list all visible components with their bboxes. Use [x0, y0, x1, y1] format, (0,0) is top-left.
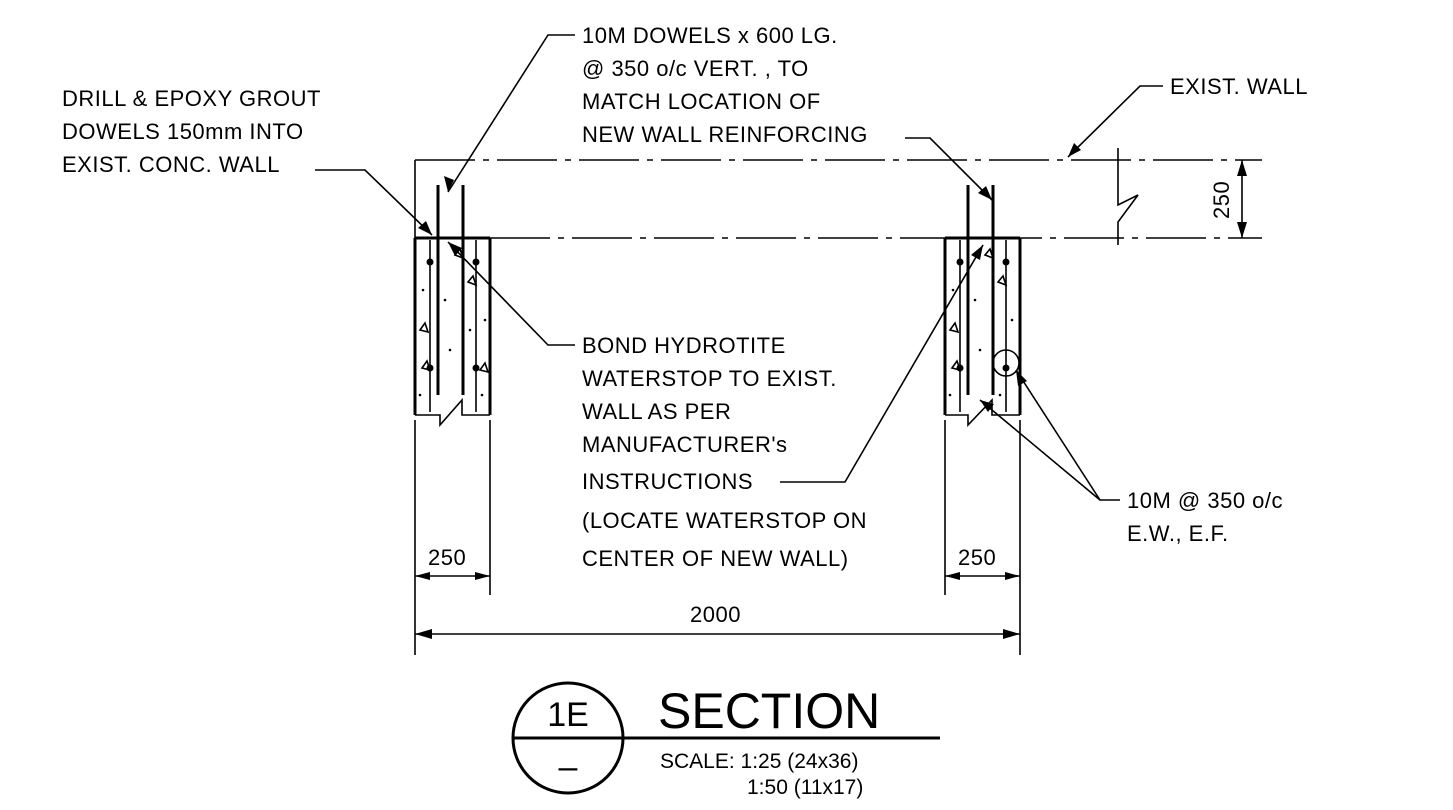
note-line: E.W., E.F. — [1127, 521, 1229, 546]
note-line: BOND HYDROTITE — [582, 333, 786, 358]
note-line: WALL AS PER — [582, 399, 731, 424]
section-tag-number: 1E — [547, 696, 589, 734]
note-line: CENTER OF NEW WALL) — [582, 546, 849, 571]
note-line: DOWELS 150mm INTO — [62, 119, 304, 144]
concrete-hatch — [418, 247, 490, 397]
note-line: 10M @ 350 o/c — [1127, 488, 1283, 513]
note-rebar: 10M @ 350 o/c E.W., E.F. — [1127, 488, 1283, 546]
note-line: @ 350 o/c VERT. , TO — [582, 56, 809, 81]
dim-left-wall: 250 — [428, 545, 466, 570]
note-line: 10M DOWELS x 600 LG. — [582, 23, 838, 48]
note-line: (LOCATE WATERSTOP ON — [582, 508, 867, 533]
dim-overall: 2000 — [690, 602, 741, 627]
note-waterstop: BOND HYDROTITE WATERSTOP TO EXIST. WALL … — [582, 333, 867, 571]
note-dowels: 10M DOWELS x 600 LG. @ 350 o/c VERT. , T… — [582, 23, 868, 147]
note-line: DRILL & EPOXY GROUT — [62, 86, 321, 111]
right-new-wall — [943, 185, 1022, 427]
note-exist-wall: EXIST. WALL — [1170, 74, 1308, 99]
note-line: NEW WALL REINFORCING — [582, 122, 868, 147]
note-line: MATCH LOCATION OF — [582, 89, 821, 114]
note-line: EXIST. WALL — [1170, 74, 1308, 99]
section-heading: SECTION — [658, 683, 880, 739]
note-line: INSTRUCTIONS — [582, 469, 753, 494]
scale-line-1: SCALE: 1:25 (24x36) — [660, 750, 858, 773]
dim-existing-wall: 250 — [1209, 181, 1234, 219]
existing-wall-outline — [414, 148, 1262, 245]
note-drill: DRILL & EPOXY GROUT DOWELS 150mm INTO EX… — [62, 86, 321, 177]
scale-line-2: 1:50 (11x17) — [747, 776, 863, 799]
dimension-lines — [414, 160, 1247, 655]
note-line: EXIST. CONC. WALL — [62, 152, 280, 177]
leader-lines — [315, 34, 1163, 501]
note-line: WATERSTOP TO EXIST. — [582, 366, 837, 391]
section-tag-sheet: – — [559, 748, 578, 786]
section-title-block: 1E – SECTION SCALE: 1:25 (24x36) 1:50 (1… — [511, 681, 940, 799]
concrete-hatch — [948, 247, 1014, 397]
dim-right-wall: 250 — [958, 545, 996, 570]
note-line: MANUFACTURER's — [582, 432, 788, 457]
left-new-wall — [413, 185, 492, 428]
